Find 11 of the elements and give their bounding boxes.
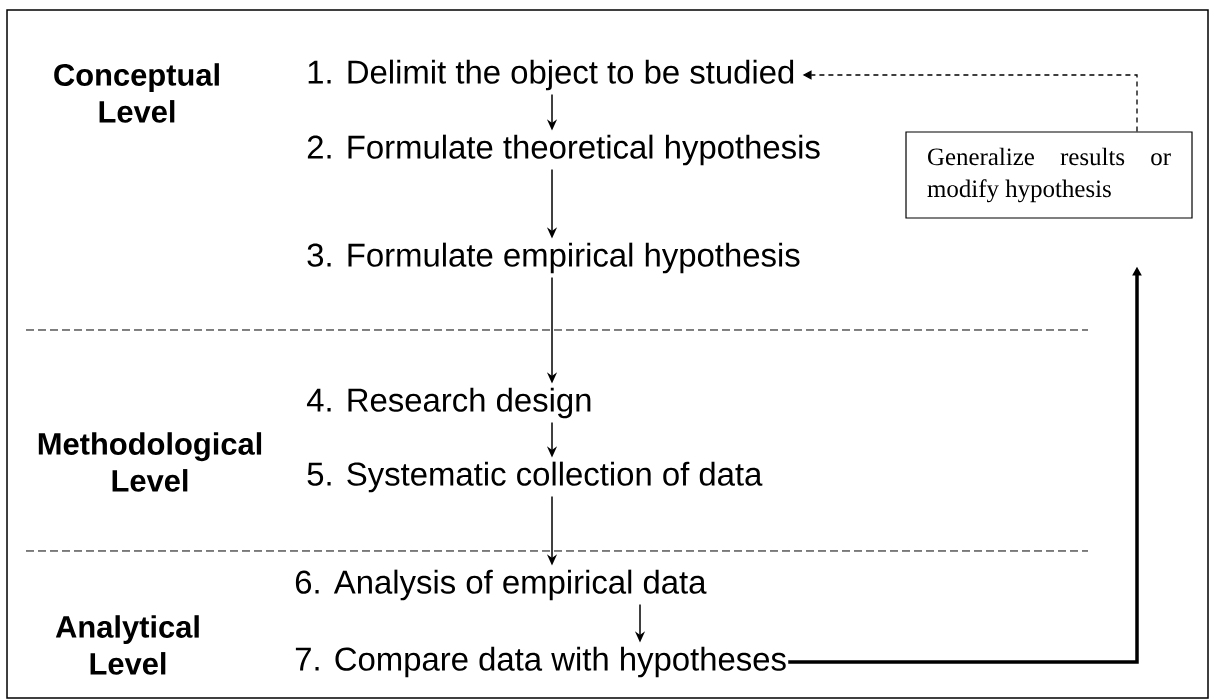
- level-label: Conceptual Level: [54, 63, 219, 123]
- step-text: 5. Systematic collection of data: [307, 461, 763, 493]
- level-label: Analytical Level: [55, 615, 199, 675]
- step-text: 6. Analysis of empirical data: [295, 569, 707, 601]
- step-text: 3. Formulate empirical hypothesis: [307, 242, 800, 274]
- level-label: Methodological Level: [38, 432, 262, 492]
- step-text: 4. Research design: [306, 387, 591, 419]
- process-box: Generalize results or modify hypothesis: [905, 131, 1193, 219]
- step-text: 7. Compare data with hypotheses: [295, 646, 786, 678]
- step-text: 2. Formulate theoretical hypothesis: [307, 134, 820, 166]
- step-text: 1. Delimit the object to be studied: [308, 59, 794, 91]
